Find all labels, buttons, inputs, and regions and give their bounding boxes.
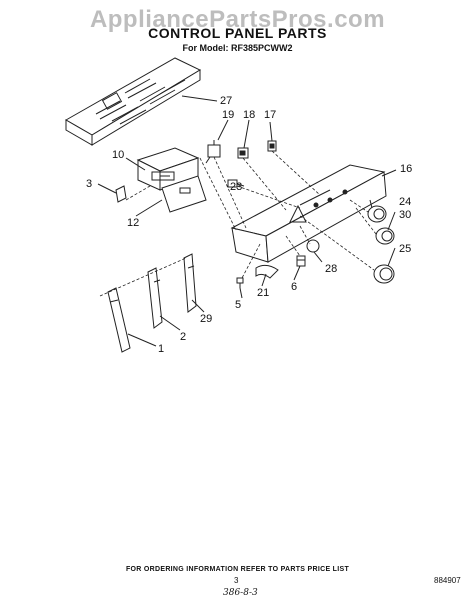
model-subtitle: For Model: RF385PCWW2: [182, 43, 293, 53]
part-label-21: 21: [257, 287, 269, 299]
part-label-28: 28: [325, 263, 337, 275]
document-code: 884907: [434, 576, 461, 585]
page-title: CONTROL PANEL PARTS: [148, 25, 327, 41]
switch-17: [267, 140, 277, 152]
part-labels: 27 19 18 17 10 3 23 16 24 30 25 12 28 21…: [86, 95, 412, 355]
switch-18: [237, 147, 249, 159]
screw-5: [236, 277, 244, 288]
watermark: AppliancePartsPros.com: [89, 6, 386, 33]
part-label-5: 5: [235, 299, 241, 311]
part-label-25: 25: [399, 243, 411, 255]
page-number: 3: [234, 576, 239, 585]
part-label-19: 19: [222, 109, 234, 121]
control-panel: [230, 164, 387, 263]
overlay: [161, 175, 207, 213]
end-cap-29: [183, 253, 197, 313]
part-label-12: 12: [127, 217, 139, 229]
part-label-29: 29: [200, 313, 212, 325]
assembly-lines: [99, 150, 377, 297]
part-label-17: 17: [264, 109, 276, 121]
part-label-18: 18: [243, 109, 255, 121]
end-cap-1: [107, 287, 131, 353]
knob-25: [373, 264, 395, 284]
back-panel: [64, 57, 202, 146]
knob-30: [375, 227, 395, 245]
handwritten-note: 386-8-3: [223, 588, 258, 598]
part-label-30: 30: [399, 209, 411, 221]
part-label-23: 23: [230, 181, 242, 193]
part-label-2: 2: [180, 331, 186, 343]
knob-28: [306, 239, 320, 253]
part-label-3: 3: [86, 178, 92, 190]
part-label-27: 27: [220, 95, 232, 107]
part-label-1: 1: [158, 343, 164, 355]
switch-19: [205, 140, 221, 164]
clip-21: [255, 264, 279, 279]
bracket: [115, 185, 127, 203]
part-label-6: 6: [291, 281, 297, 293]
part-label-10: 10: [112, 149, 124, 161]
screw-6: [296, 255, 306, 267]
indicator-light: [227, 179, 238, 188]
ordering-note: FOR ORDERING INFORMATION REFER TO PARTS …: [125, 566, 350, 573]
part-label-16: 16: [400, 163, 412, 175]
knob-24: [367, 205, 387, 223]
part-label-24: 24: [399, 196, 411, 208]
leader-lines: [97, 95, 397, 347]
clock-timer: [136, 147, 200, 191]
end-cap-2: [147, 267, 163, 329]
